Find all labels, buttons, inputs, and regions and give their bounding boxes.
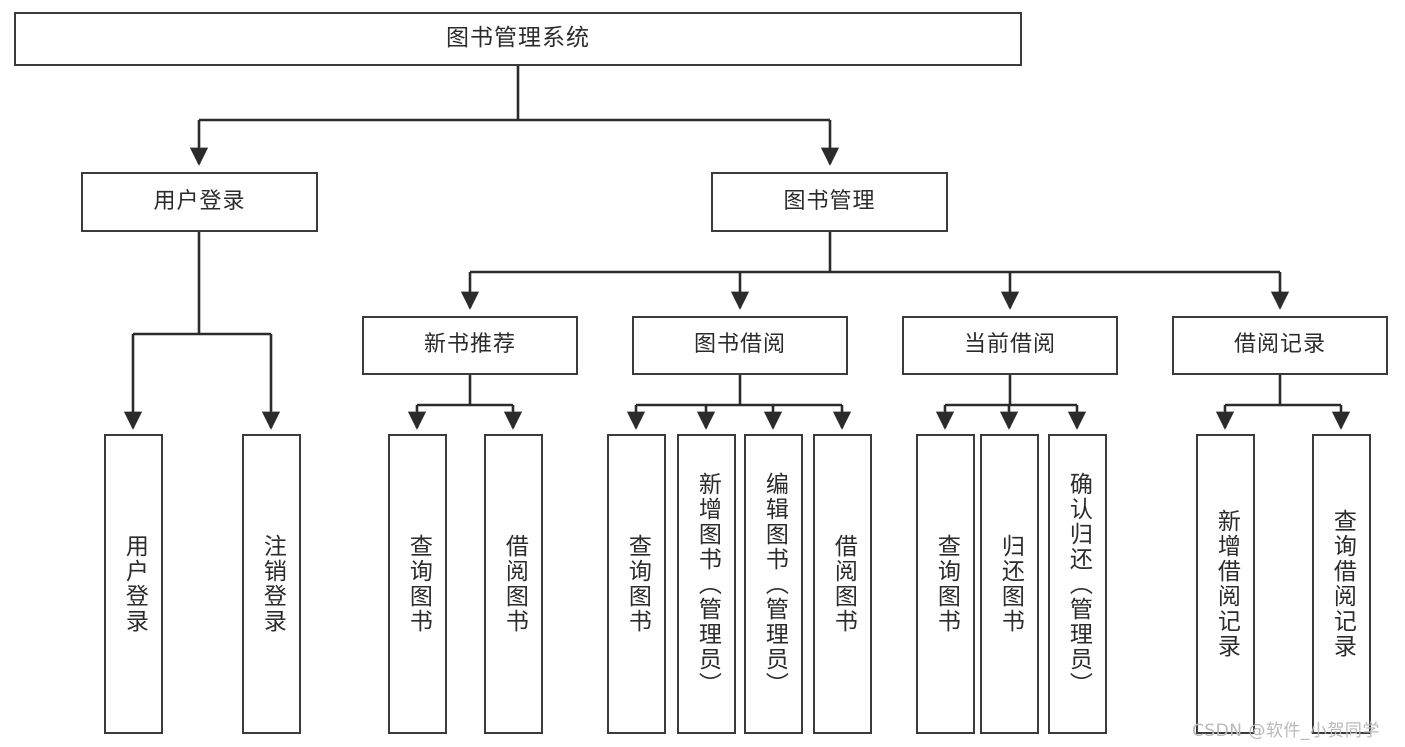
node-label: 借阅图书 [501, 534, 528, 634]
leaf-confirm-return-admin[interactable]: 确认归还（管理员） [1048, 434, 1107, 734]
node-label: 当前借阅 [963, 332, 1056, 358]
node-book-borrow[interactable]: 图书借阅 [632, 316, 848, 375]
leaf-query-book-current[interactable]: 查询图书 [916, 434, 975, 734]
node-label: 用户登录 [121, 534, 148, 634]
node-new-book-recommend[interactable]: 新书推荐 [362, 316, 578, 375]
leaf-borrow-book-borrow[interactable]: 借阅图书 [813, 434, 872, 734]
node-current-borrow[interactable]: 当前借阅 [902, 316, 1118, 375]
node-label: 查询借阅记录 [1329, 509, 1356, 659]
node-label: 编辑图书（管理员） [761, 471, 788, 697]
node-root-library-management-system[interactable]: 图书管理系统 [14, 12, 1022, 66]
node-user-login[interactable]: 用户登录 [81, 172, 318, 232]
csdn-watermark: CSDN @软件_小贺同学 [1192, 721, 1380, 741]
leaf-borrow-book-recommend[interactable]: 借阅图书 [484, 434, 543, 734]
leaf-add-book-admin[interactable]: 新增图书（管理员） [677, 434, 736, 734]
node-label: 用户登录 [153, 188, 246, 214]
node-borrow-record[interactable]: 借阅记录 [1172, 316, 1388, 375]
node-label: 图书借阅 [693, 332, 786, 358]
node-label: 查询图书 [933, 534, 960, 634]
node-label: 确认归还（管理员） [1065, 471, 1092, 697]
leaf-return-book[interactable]: 归还图书 [980, 434, 1039, 734]
node-label: 归还图书 [997, 534, 1024, 634]
node-label: 查询图书 [405, 534, 432, 634]
node-label: 查询图书 [624, 534, 651, 634]
leaf-query-borrow-record[interactable]: 查询借阅记录 [1312, 434, 1371, 734]
leaf-query-book-recommend[interactable]: 查询图书 [388, 434, 447, 734]
node-label: 图书管理系统 [446, 25, 590, 52]
leaf-query-book-borrow[interactable]: 查询图书 [607, 434, 666, 734]
node-label: 新书推荐 [423, 332, 516, 358]
node-book-management[interactable]: 图书管理 [711, 172, 948, 232]
node-label: 注销登录 [259, 534, 286, 634]
node-label: 借阅图书 [830, 534, 857, 634]
node-label: 图书管理 [783, 188, 876, 214]
node-label: 新增借阅记录 [1213, 509, 1240, 659]
node-label: 新增图书（管理员） [694, 471, 721, 697]
leaf-edit-book-admin[interactable]: 编辑图书（管理员） [744, 434, 803, 734]
node-label: 借阅记录 [1233, 332, 1326, 358]
leaf-logout-login[interactable]: 注销登录 [242, 434, 301, 734]
leaf-user-login[interactable]: 用户登录 [104, 434, 163, 734]
leaf-add-borrow-record[interactable]: 新增借阅记录 [1196, 434, 1255, 734]
